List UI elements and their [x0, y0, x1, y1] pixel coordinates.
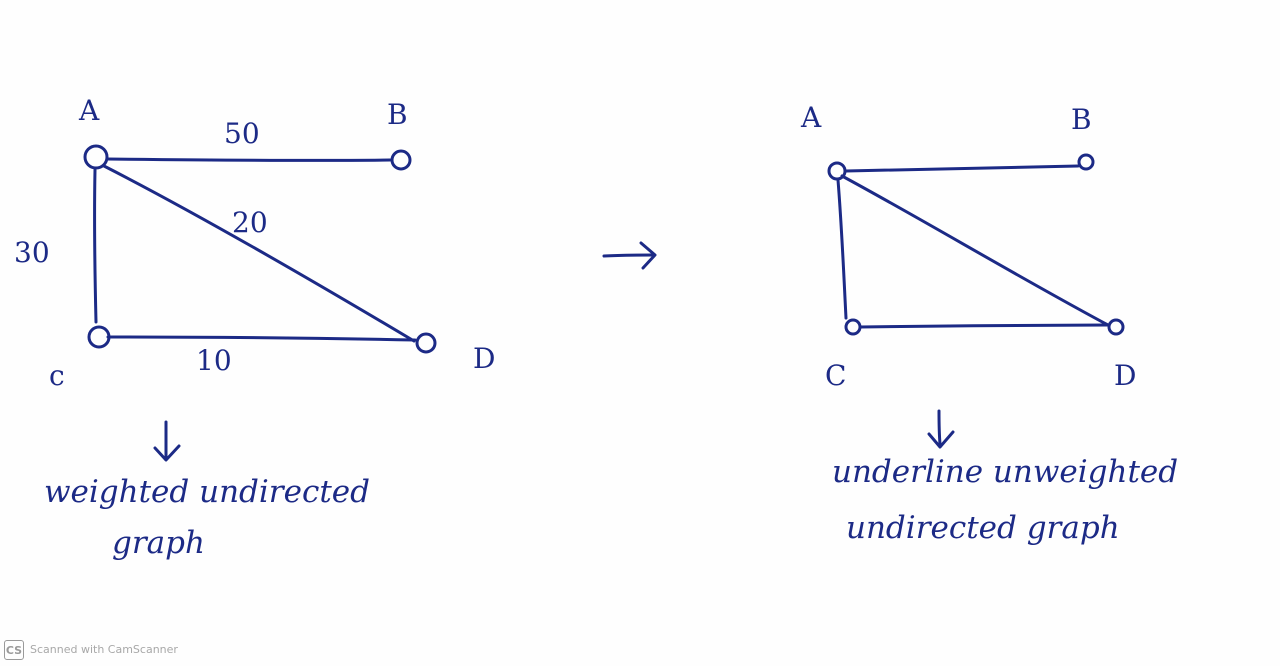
node-c-unweighted [844, 318, 862, 336]
node-b [390, 149, 412, 171]
down-arrow-icon [927, 409, 955, 449]
node-label-d: D [473, 342, 495, 375]
edge-a-b [105, 157, 392, 162]
node-label-d-unweighted: D [1114, 359, 1136, 392]
down-arrow-icon [153, 420, 181, 462]
weighted-graph: A B c D 50 20 30 10 weighted undirected … [14, 94, 495, 561]
edge-weight-a-b: 50 [224, 117, 260, 150]
edge-c-d [106, 335, 417, 342]
transform-arrow-icon [602, 241, 657, 270]
edge-weight-a-c: 30 [14, 236, 50, 269]
unweighted-graph: A B C D underline unweighted undirected … [800, 101, 1178, 546]
node-label-a-unweighted: A [800, 101, 822, 134]
caption-weighted-line2: graph [112, 525, 205, 561]
node-a-unweighted [827, 161, 847, 181]
node-label-c: c [49, 359, 65, 392]
caption-unweighted-line1: underline unweighted [832, 454, 1178, 490]
edge-weight-c-d: 10 [196, 344, 232, 377]
edge-a-c-unweighted [836, 178, 848, 320]
caption-unweighted-line2: undirected graph [846, 510, 1120, 546]
edge-a-b-unweighted [844, 164, 1080, 173]
node-b-unweighted [1077, 153, 1095, 171]
edge-c-d-unweighted [858, 323, 1110, 329]
edge-a-d [102, 164, 416, 343]
node-d [415, 332, 437, 354]
node-c [87, 325, 111, 349]
node-label-b: B [387, 98, 408, 131]
watermark-text: Scanned with CamScanner [30, 643, 178, 656]
edge-a-c [93, 168, 98, 324]
edge-weight-a-d: 20 [232, 206, 268, 239]
caption-weighted-line1: weighted undirected [44, 474, 370, 510]
camscanner-logo-icon: CS [4, 640, 24, 660]
node-d-unweighted [1107, 318, 1125, 336]
edge-a-d-unweighted [840, 174, 1110, 327]
node-a [83, 144, 109, 170]
node-label-c-unweighted: C [825, 359, 846, 392]
node-label-a: A [78, 94, 100, 127]
node-label-b-unweighted: B [1071, 103, 1092, 136]
